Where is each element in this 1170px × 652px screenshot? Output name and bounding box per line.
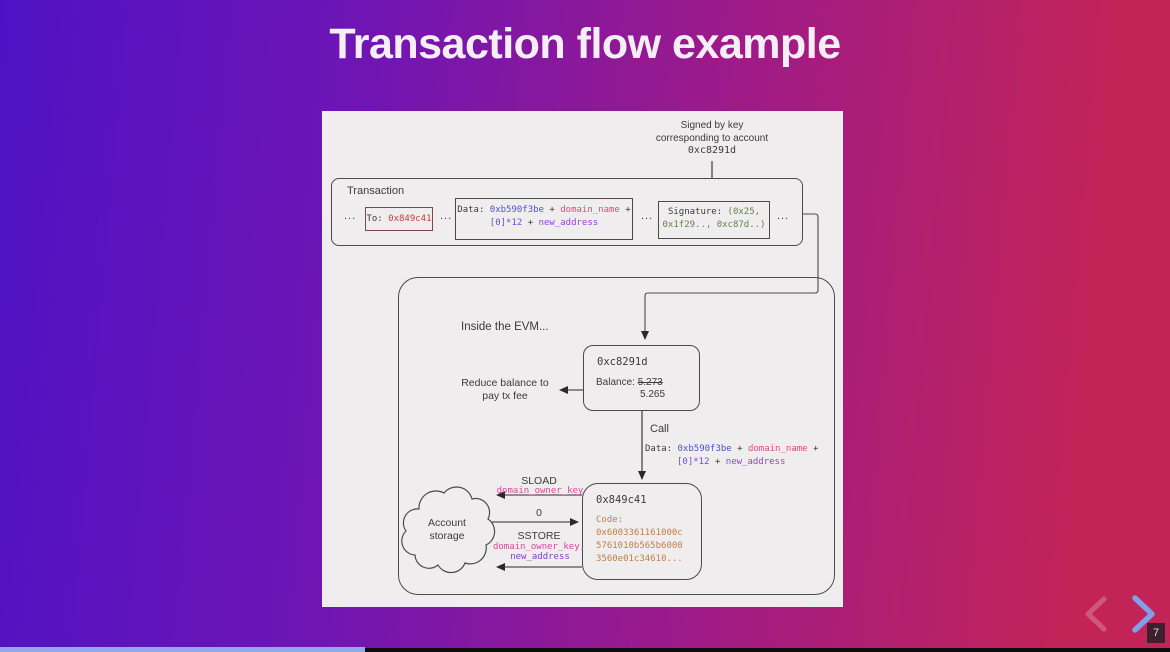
call-data: Data: 0xb590f3be + domain_name + [0]*12 … bbox=[645, 444, 819, 467]
code-line-3: 3560e01c34610... bbox=[596, 554, 683, 564]
old-balance: 5.273 bbox=[637, 377, 663, 388]
bottom-bar bbox=[0, 648, 1170, 652]
slide-title: Transaction flow example bbox=[329, 20, 841, 68]
sload-result: 0 bbox=[536, 507, 542, 519]
sload-key: domain_owner_key bbox=[496, 486, 584, 496]
prev-slide-button[interactable] bbox=[1080, 595, 1112, 633]
signer-account: 0xc8291d bbox=[687, 145, 737, 156]
balance-label: Balance: bbox=[596, 377, 635, 388]
sstore-key: domain_owner_key, bbox=[492, 542, 586, 552]
data-label: Data: bbox=[457, 205, 485, 215]
page-number-badge: 7 bbox=[1147, 623, 1165, 643]
ellipsis-mid2: ... bbox=[641, 210, 654, 222]
sstore-op-label: SSTORE bbox=[517, 530, 561, 542]
sload-op-label: SLOAD bbox=[521, 475, 557, 487]
chevron-right-icon bbox=[1132, 595, 1155, 633]
next-slide-button[interactable] bbox=[1126, 593, 1160, 635]
signature-rs: 0x1f29.., 0xc87d..) bbox=[662, 220, 766, 230]
call-label: Call bbox=[650, 423, 669, 435]
ellipsis-mid1: ... bbox=[440, 210, 453, 222]
contract-account-box: 0x849c41 Code: 0x6003361161000c 5761010b… bbox=[582, 483, 702, 580]
code-line-1: 0x6003361161000c bbox=[596, 528, 683, 538]
call-domain-name-arg: domain_name bbox=[747, 444, 808, 454]
domain-name-arg: domain_name bbox=[560, 205, 620, 215]
signature-label: Signature: bbox=[667, 207, 723, 217]
ellipsis-right: ... bbox=[777, 210, 790, 222]
signed-by-key-note: Signed by key corresponding to account 0… bbox=[622, 120, 802, 158]
data-field-box: Data: 0xb590f3be + domain_name + [0]*12 … bbox=[455, 198, 633, 240]
signature-field-box: Signature: (0x25, 0x1f29.., 0xc87d..) bbox=[658, 201, 770, 239]
call-new-address-arg: new_address bbox=[725, 457, 786, 467]
slide-progress-bar bbox=[0, 647, 365, 652]
sender-account-box: 0xc8291d Balance: 5.273 5.265 bbox=[583, 345, 700, 411]
sstore-value: new_address bbox=[510, 552, 570, 562]
reduce-balance-note: Reduce balance to pay tx fee bbox=[461, 377, 549, 402]
transaction-label: Transaction bbox=[347, 185, 405, 197]
to-label: To: bbox=[366, 214, 383, 224]
call-function-selector: 0xb590f3be bbox=[677, 444, 732, 454]
new-address-arg: new_address bbox=[538, 218, 599, 228]
evm-box bbox=[398, 277, 835, 595]
call-padding-arg: [0]*12 bbox=[677, 457, 710, 467]
code-line-2: 5761010b565b6000 bbox=[596, 541, 683, 551]
contract-address: 0x849c41 bbox=[596, 494, 647, 506]
code-label: Code: bbox=[596, 515, 624, 525]
diagram-panel: Signed by key corresponding to account 0… bbox=[322, 111, 843, 607]
new-balance: 5.265 bbox=[640, 389, 666, 400]
ellipsis-left: ... bbox=[344, 210, 357, 222]
function-selector: 0xb590f3be bbox=[489, 205, 544, 215]
to-field-box: To: 0x849c41 bbox=[365, 207, 433, 231]
account-storage-label: Account storage bbox=[428, 517, 466, 542]
to-address: 0x849c41 bbox=[388, 214, 432, 224]
padding-arg: [0]*12 bbox=[489, 218, 523, 228]
sender-address: 0xc8291d bbox=[597, 356, 648, 368]
signature-v: (0x25, bbox=[727, 207, 761, 217]
evm-label: Inside the EVM... bbox=[461, 321, 549, 333]
chevron-left-icon bbox=[1085, 596, 1107, 632]
